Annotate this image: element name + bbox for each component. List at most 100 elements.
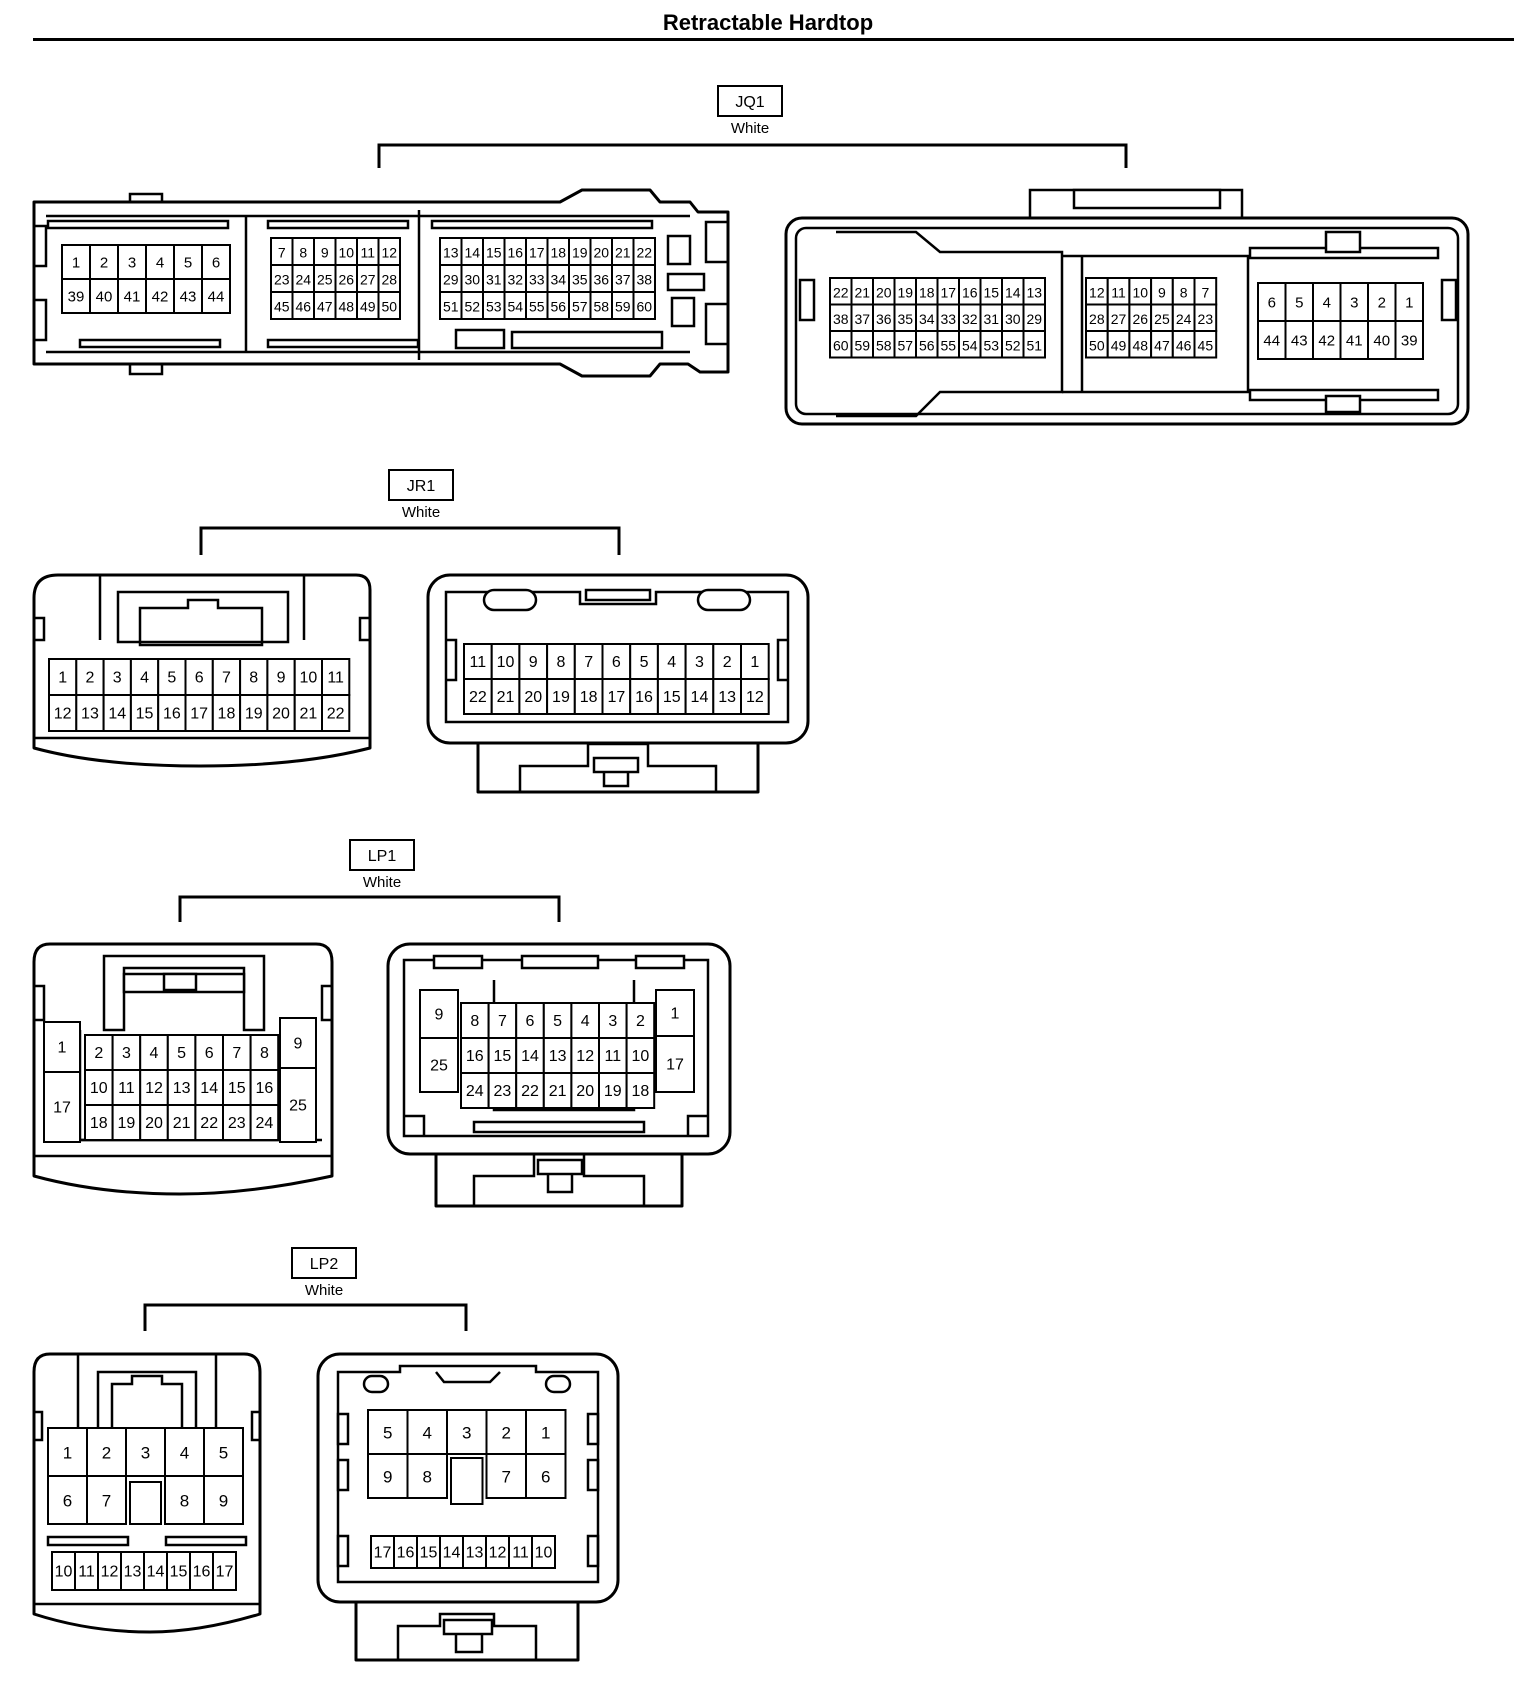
pin-number: 24 [1176, 311, 1192, 327]
pin-cell [625, 1037, 656, 1074]
pin-number: 8 [299, 245, 307, 261]
pin-number: 4 [1323, 295, 1331, 312]
pin-number: 6 [205, 1045, 214, 1062]
pin-number: 1 [541, 1424, 550, 1443]
pin-number: 10 [338, 245, 354, 261]
pin-number: 22 [521, 1083, 539, 1100]
pin-number: 17 [940, 284, 956, 300]
pin-number: 38 [636, 272, 652, 288]
pin-number: 19 [118, 1115, 136, 1132]
pin-number: 4 [150, 1045, 159, 1062]
pin-number: 16 [507, 245, 523, 261]
connector-color: White [305, 1282, 343, 1299]
pin-number: 19 [604, 1083, 622, 1100]
pin-number: 41 [1346, 333, 1363, 350]
pin-number: 36 [593, 272, 609, 288]
pin-number: 29 [443, 272, 459, 288]
pin-cell [656, 643, 687, 680]
pin-number: 19 [245, 706, 263, 723]
pin-number: 16 [962, 284, 978, 300]
connector-label-box [717, 85, 783, 117]
pin-number: 40 [1373, 333, 1390, 350]
pin-cell [1394, 282, 1424, 322]
pin-number: 13 [549, 1048, 567, 1065]
pin-number: 5 [383, 1424, 392, 1443]
pin-cell [1312, 282, 1342, 322]
pin-number: 46 [295, 299, 311, 315]
pin-cell [598, 1037, 628, 1074]
pin-number: 15 [136, 706, 154, 723]
pin-number: 27 [1111, 311, 1127, 327]
pin-number: 33 [940, 311, 956, 327]
pin-number: 54 [507, 299, 523, 315]
pin-number: 9 [435, 1007, 444, 1024]
pin-number: 3 [608, 1013, 617, 1030]
pin-number: 2 [636, 1013, 645, 1030]
pin-cell [487, 1037, 518, 1074]
pin-number: 17 [529, 245, 545, 261]
pin-number: 53 [486, 299, 502, 315]
pin-cell [212, 1551, 237, 1591]
pin-number: 19 [572, 245, 588, 261]
pin-number: 37 [854, 311, 870, 327]
pin-number: 41 [124, 289, 141, 306]
connector-color: White [731, 120, 769, 137]
pin-number: 56 [919, 337, 935, 353]
pin-number: 13 [466, 1545, 484, 1562]
pin-cell [139, 1104, 169, 1141]
pin-number: 48 [338, 299, 354, 315]
pin-number: 25 [317, 272, 333, 288]
connector-jr1: JR1 White [199, 469, 621, 555]
pin-number: 23 [1198, 311, 1214, 327]
pin-number: 8 [1180, 284, 1188, 300]
pin-number: 15 [170, 1564, 188, 1581]
pin-number: 11 [327, 670, 344, 687]
pin-number: 28 [1089, 311, 1105, 327]
pin-number: 15 [228, 1080, 246, 1097]
pin-number: 23 [228, 1115, 246, 1132]
connector-lp2: LP2 White [143, 1247, 468, 1331]
pin-cell [1257, 282, 1287, 322]
pin-cell [173, 278, 203, 314]
connector-bracket [178, 895, 561, 922]
pin-number: 20 [524, 689, 542, 706]
pin-number: 3 [462, 1424, 471, 1443]
pin-number: 42 [152, 289, 169, 306]
pin-number: 52 [1005, 337, 1021, 353]
pin-number: 11 [118, 1080, 135, 1097]
pin-number: 18 [632, 1083, 650, 1100]
pin-number: 33 [529, 272, 545, 288]
pin-cell [367, 1453, 409, 1499]
pin-cell [531, 1535, 556, 1569]
pin-cell [86, 1427, 127, 1477]
pin-number: 1 [63, 1444, 72, 1463]
pin-number: 38 [833, 311, 849, 327]
pin-number: 14 [443, 1545, 461, 1562]
pin-number: 39 [68, 289, 85, 306]
pin-cell [598, 1002, 628, 1039]
pin-number: 22 [833, 284, 849, 300]
pin-cell [629, 643, 659, 680]
pin-number: 8 [180, 1492, 189, 1511]
pin-number: 49 [360, 299, 376, 315]
pin-number: 15 [983, 284, 999, 300]
pin-number: 30 [1005, 311, 1021, 327]
pin-cell [542, 1072, 573, 1109]
pin-number: 17 [53, 1100, 71, 1117]
pin-number: 2 [94, 1045, 103, 1062]
pin-cell [203, 1427, 244, 1477]
pin-cell [515, 1072, 545, 1109]
pin-cell [1367, 282, 1397, 322]
pin-number: 1 [72, 255, 80, 272]
pin-number: 23 [274, 272, 290, 288]
pin-cell [266, 694, 296, 732]
pin-number: 34 [919, 311, 935, 327]
